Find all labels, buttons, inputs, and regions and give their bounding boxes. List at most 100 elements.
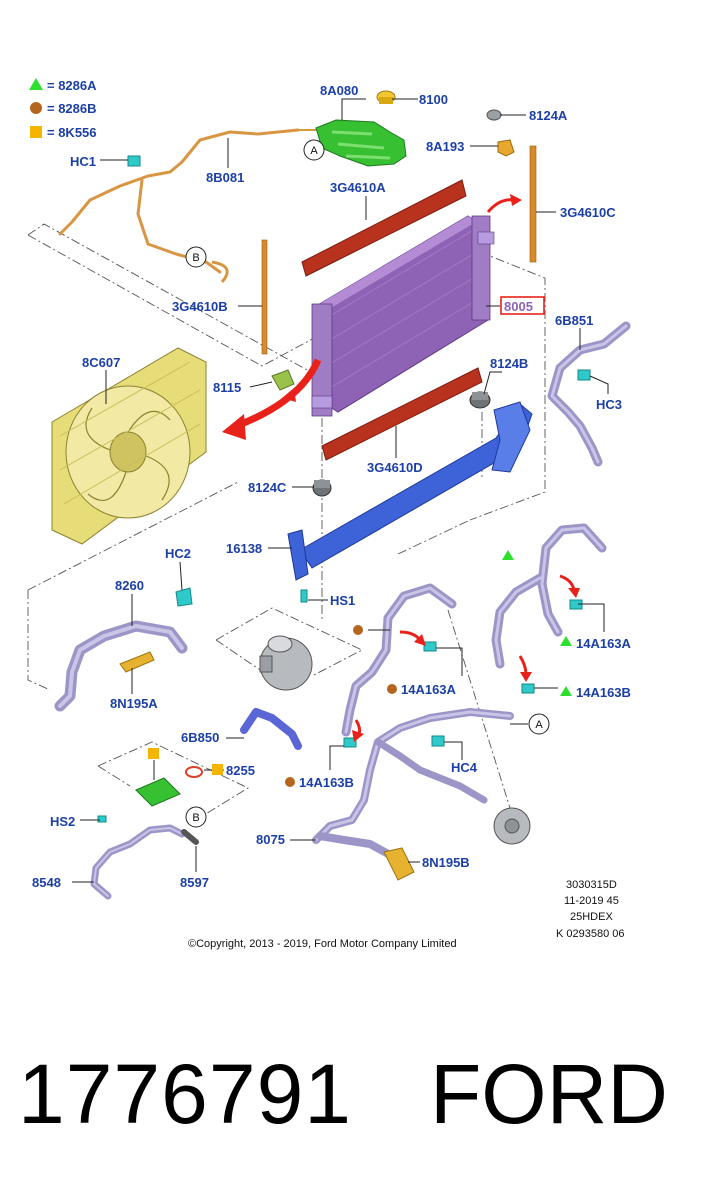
fan-shroud: [51, 347, 207, 545]
label-3G4610D: 3G4610D: [367, 460, 423, 475]
assembly-dash-lines: [27, 223, 546, 821]
callout-label-b2: B: [192, 812, 199, 824]
screw-HS2: [97, 815, 107, 823]
highlight-box-8005: [500, 296, 545, 315]
vent-hose-8B081: [58, 128, 300, 283]
label-14A163A-center: 14A163A: [401, 682, 457, 697]
seal-3G4610A: [301, 179, 467, 277]
marker-square-icon: [212, 764, 223, 775]
label-8124C: 8124C: [248, 480, 287, 495]
label-3G4610B: 3G4610B: [172, 299, 228, 314]
sensor-bracket-8115: [271, 369, 295, 391]
legend-8286B: = 8286B: [47, 101, 97, 116]
reservoir-cap: [376, 90, 396, 104]
clamp-14A163B-center: [343, 737, 357, 748]
label-8075: 8075: [256, 832, 285, 847]
clamp-14A163B-right: [521, 683, 535, 694]
callout-circle-a2: [528, 713, 550, 735]
label-16138: 16138: [226, 541, 262, 556]
label-8A080: 8A080: [320, 83, 358, 98]
label-8N195A: 8N195A: [110, 696, 158, 711]
label-8C607: 8C607: [82, 355, 120, 370]
meta-block: 3030315D 11-2019 45 25HDEX K 0293580 06 …: [188, 879, 625, 950]
mount-8124C: [312, 479, 332, 497]
clamp-14A163A-center: [423, 641, 437, 652]
label-8255: 8255: [226, 763, 255, 778]
callout-circle-a1: [303, 139, 325, 161]
meta-date: 11-2019 45: [564, 895, 619, 907]
clip-HC2: [175, 587, 193, 607]
meta-model: 25HDEX: [570, 911, 613, 923]
label-14A163B-right: 14A163B: [576, 685, 631, 700]
marker-triangle-icon: [560, 686, 572, 696]
label-8548: 8548: [32, 875, 61, 890]
clip-HC1: [127, 155, 141, 167]
mount-8124B: [469, 391, 491, 409]
meta-code: 3030315D: [566, 879, 617, 891]
label-8260: 8260: [115, 578, 144, 593]
legend-8286A: = 8286A: [47, 78, 97, 93]
label-3G4610A: 3G4610A: [330, 180, 386, 195]
marker-circle-icon: [353, 625, 363, 635]
sensor-module: [135, 777, 181, 807]
clamp-HC3: [577, 369, 591, 381]
hose-right: [491, 523, 607, 669]
label-8A193: 8A193: [426, 139, 464, 154]
symbol-markers: [148, 550, 572, 787]
meta-ref: K 0293580 06: [556, 928, 625, 940]
label-HC3: HC3: [596, 397, 622, 412]
label-HS1: HS1: [330, 593, 355, 608]
auxiliary-pump: [259, 635, 313, 691]
legend-8K556: = 8K556: [47, 125, 97, 140]
hose-8548: [90, 824, 186, 900]
screw-HS1: [300, 589, 308, 603]
label-HC4: HC4: [451, 760, 478, 775]
cooling-system-diagram: = 8286A = 8286B = 8K556: [27, 78, 632, 950]
copyright: ©Copyright, 2013 - 2019, Ford Motor Comp…: [188, 938, 457, 950]
label-8597: 8597: [180, 875, 209, 890]
legend-triangle-icon: [29, 78, 43, 90]
leader-lines: [72, 98, 609, 883]
label-3G4610C: 3G4610C: [560, 205, 616, 220]
clamp-HC4: [431, 735, 445, 747]
callout-label-a1: A: [310, 145, 318, 157]
bleed-screw-8124A: [486, 109, 502, 121]
label-8124A: 8124A: [529, 108, 568, 123]
red-arrows: [222, 194, 580, 742]
label-HC1: HC1: [70, 154, 96, 169]
label-14A163B-center: 14A163B: [299, 775, 354, 790]
marker-square-icon: [148, 748, 159, 759]
marker-triangle-icon: [502, 550, 514, 560]
callout-label-b1: B: [192, 252, 199, 264]
coolant-reservoir: [298, 119, 407, 167]
marker-circle-icon: [387, 684, 397, 694]
label-8005: 8005: [504, 299, 533, 314]
hose-8075: [312, 708, 514, 860]
label-6B850: 6B850: [181, 730, 219, 745]
callout-circle-b2: [185, 806, 207, 828]
bleed-fitting-8A193: [497, 139, 515, 157]
marker-circle-icon: [285, 777, 295, 787]
hose-6B850: [240, 708, 302, 750]
seal-3G4610B: [261, 239, 268, 355]
callout-circle-b1: [185, 246, 207, 268]
seal-3G4610C: [529, 145, 537, 263]
label-HC2: HC2: [165, 546, 191, 561]
o-ring-8255: [185, 766, 203, 778]
legend-circle-icon: [30, 102, 42, 114]
label-8115: 8115: [213, 380, 241, 395]
callout-label-a2: A: [535, 719, 543, 731]
hose-center-upper: [341, 583, 457, 737]
legend-square-icon: [30, 126, 42, 138]
label-8100: 8100: [419, 92, 448, 107]
bracket-8N195A: [119, 651, 155, 673]
bracket-8N195B: [383, 847, 415, 881]
marker-triangle-icon: [560, 636, 572, 646]
seal-3G4610D: [321, 367, 483, 461]
thermostat-housing: [493, 807, 531, 845]
support-bracket: [287, 401, 533, 581]
label-HS2: HS2: [50, 814, 75, 829]
label-8124B: 8124B: [490, 356, 528, 371]
label-8B081: 8B081: [206, 170, 244, 185]
brand-name: FORD: [430, 1047, 668, 1141]
